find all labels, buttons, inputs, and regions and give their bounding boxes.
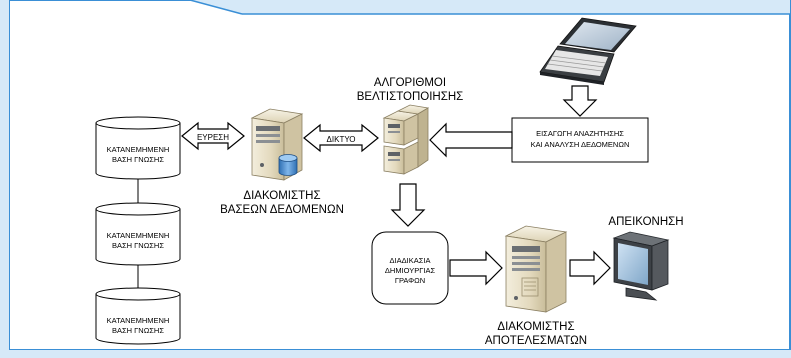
network-double-arrow: ΔΙΚΤΥΟ xyxy=(303,123,379,153)
knowledge-base-3-line1: ΚΑΤΑΝΕΜΗΜΕΝΗ xyxy=(107,316,170,325)
knowledge-base-3-line2: ΒΑΣΗ ΓΝΩΣΗΣ xyxy=(112,326,164,335)
results-server-label-line1: ΔΙΑΚΟΜΙΣΤΗΣ xyxy=(497,321,574,333)
laptop-down-arrow xyxy=(562,85,598,117)
input-to-algorithms-arrow xyxy=(429,122,513,158)
cylinder-icon xyxy=(278,154,298,176)
knowledge-base-1: ΚΑΤΑΝΕΜΗΜΕΝΗ ΒΑΣΗ ΓΝΩΣΗΣ xyxy=(95,116,181,180)
algorithms-down-arrow xyxy=(390,183,426,227)
db-server-label-line1: ΔΙΑΚΟΜΙΣΤΗΣ xyxy=(243,190,320,202)
algorithms-label-line1: ΑΛΓΟΡΙΘΜΟΙ xyxy=(374,77,446,89)
algorithms-label-line2: ΒΕΛΤΙΣΤΟΠΟΙΗΣΗΣ xyxy=(357,91,464,103)
results-server-label-line2: ΑΠΟΤΕΛΕΣΜΑΤΩΝ xyxy=(485,335,587,347)
laptop-icon xyxy=(539,17,637,85)
knowledge-base-2-line1: ΚΑΤΑΝΕΜΗΜΕΝΗ xyxy=(107,231,170,240)
tower-server-icon: ΔΙΑΚΟΜΙΣΤΗΣ ΑΠΟΤΕΛΕΣΜΑΤΩΝ xyxy=(485,225,587,347)
db-server-label-line2: ΒΑΣΕΩΝ ΔΕΔΟΜΕΝΩΝ xyxy=(220,204,344,216)
visualization-label: ΑΠΕΙΚΟΝΗΣΗ xyxy=(608,216,683,228)
input-box-line2: ΚΑΙ ΑΝΑΛΥΣΗ ΔΕΔΟΜΕΝΩΝ xyxy=(531,140,630,149)
knowledge-base-3: ΚΑΤΑΝΕΜΗΜΕΝΗ ΒΑΣΗ ΓΝΩΣΗΣ xyxy=(95,287,181,345)
input-analysis-box: ΕΙΣΑΓΩΓΗ ΑΝΑΖΗΤΗΣΗΣ ΚΑΙ ΑΝΑΛΥΣΗ ΔΕΔΟΜΕΝΩ… xyxy=(511,117,649,163)
knowledge-base-1-line2: ΒΑΣΗ ΓΝΩΣΗΣ xyxy=(112,155,164,164)
knowledge-base-2: ΚΑΤΑΝΕΜΗΜΕΝΗ ΒΑΣΗ ΓΝΩΣΗΣ xyxy=(95,202,181,266)
input-box-line1: ΕΙΣΑΓΩΓΗ ΑΝΑΖΗΤΗΣΗΣ xyxy=(536,129,624,138)
graph-process-line2: ΔΗΜΙΟΥΡΓΙΑΣ xyxy=(385,266,436,275)
search-arrow-label: ΕΥΡΕΣΗ xyxy=(197,133,229,142)
graph-process-box: ΔΙΑΔΙΚΑΣΙΑ ΔΗΜΙΟΥΡΓΙΑΣ ΓΡΑΦΩΝ xyxy=(371,231,449,305)
knowledge-base-1-line1: ΚΑΤΑΝΕΜΗΜΕΝΗ xyxy=(107,145,170,154)
graph-process-line3: ΓΡΑΦΩΝ xyxy=(395,276,425,285)
monitor-icon: ΑΠΕΙΚΟΝΗΣΗ xyxy=(608,216,684,301)
process-to-results-arrow xyxy=(449,250,503,286)
search-double-arrow: ΕΥΡΕΣΗ xyxy=(181,121,245,151)
knowledge-base-2-line2: ΒΑΣΗ ΓΝΩΣΗΣ xyxy=(112,241,164,250)
network-arrow-label: ΔΙΚΤΥΟ xyxy=(327,135,356,144)
db-server-icon: ΔΙΑΚΟΜΙΣΤΗΣ ΒΑΣΕΩΝ ΔΕΔΟΜΕΝΩΝ xyxy=(220,108,344,216)
graph-process-line1: ΔΙΑΔΙΚΑΣΙΑ xyxy=(390,256,431,265)
results-to-visualization-arrow xyxy=(569,250,611,286)
rack-server-icon: ΑΛΓΟΡΙΘΜΟΙ ΒΕΛΤΙΣΤΟΠΟΙΗΣΗΣ xyxy=(357,77,464,175)
